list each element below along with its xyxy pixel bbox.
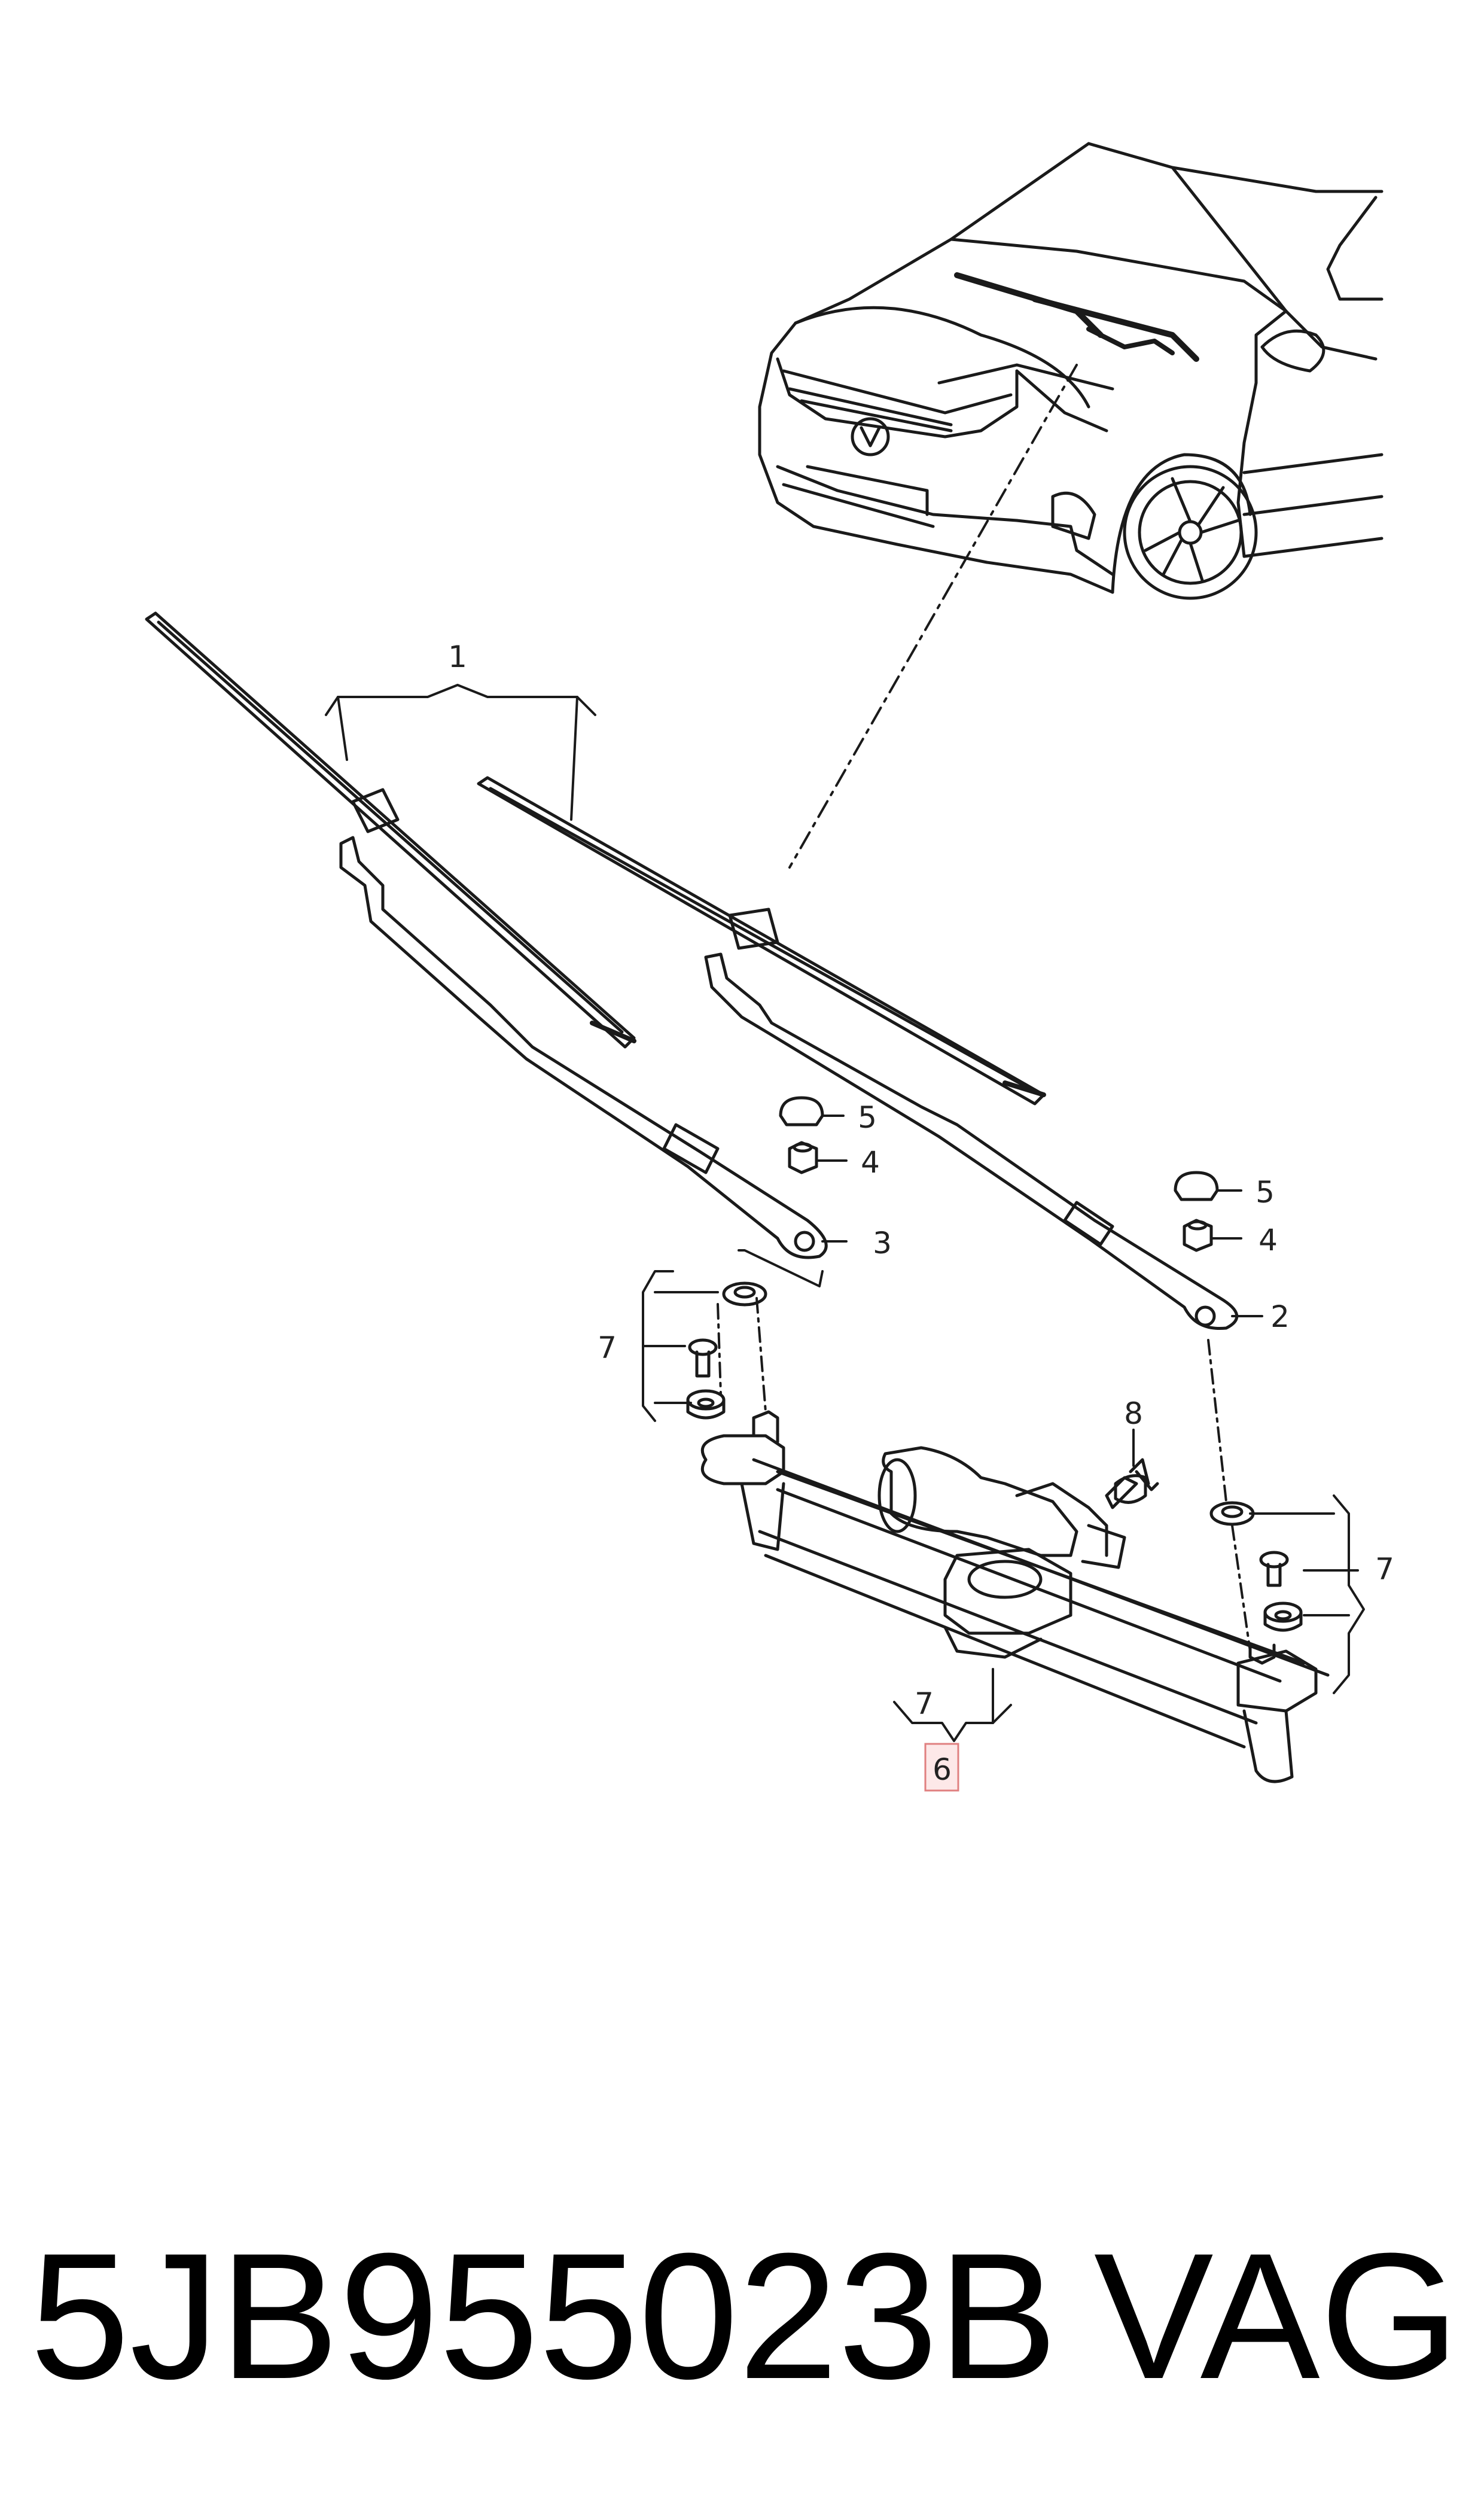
wiper-arm-right	[704, 952, 1239, 1330]
nut-left	[788, 1141, 818, 1174]
cap-right	[1174, 1171, 1219, 1201]
cap-left	[779, 1096, 824, 1126]
callout-8: 8	[1124, 1396, 1143, 1431]
bushing-right	[1263, 1601, 1303, 1632]
callout-5-left: 5	[858, 1100, 877, 1135]
callout-4-left: 4	[861, 1145, 880, 1180]
callout-1: 1	[448, 640, 467, 674]
callout-2: 2	[1270, 1299, 1290, 1334]
wiper-blade-left	[145, 611, 636, 1049]
screw-left	[688, 1338, 718, 1378]
shaft-alignment-lines	[717, 1297, 1251, 1652]
callout-7-bottom: 7	[915, 1686, 934, 1721]
grommet-8	[1114, 1474, 1147, 1504]
part-number: 5JB955023B	[30, 2215, 1058, 2416]
wiper-blade-right	[477, 776, 1046, 1106]
callout-6: 6	[933, 1752, 952, 1787]
washer-right	[1209, 1501, 1255, 1526]
bushing-left	[686, 1389, 726, 1420]
callout-7-left: 7	[598, 1330, 617, 1365]
callout-4-right: 4	[1258, 1223, 1278, 1258]
wiper-arm-left	[339, 836, 828, 1259]
callout-labels: 1 2 3 4 4 5 5 6 7 7 7 8	[448, 640, 1394, 1787]
callout-leaders	[325, 684, 1365, 1742]
wiper-linkage-assembly	[700, 1410, 1330, 1783]
callout-7-right: 7	[1375, 1552, 1394, 1587]
callout-3: 3	[873, 1226, 892, 1260]
washer-left	[722, 1281, 767, 1307]
screw-right	[1259, 1551, 1289, 1587]
car-illustration	[758, 142, 1384, 600]
nut-right	[1183, 1219, 1213, 1252]
brand-label: VAG	[1094, 2215, 1459, 2416]
reference-leader-line	[788, 364, 1078, 869]
callout-5-right: 5	[1256, 1175, 1275, 1210]
highlight-box	[924, 1743, 959, 1792]
